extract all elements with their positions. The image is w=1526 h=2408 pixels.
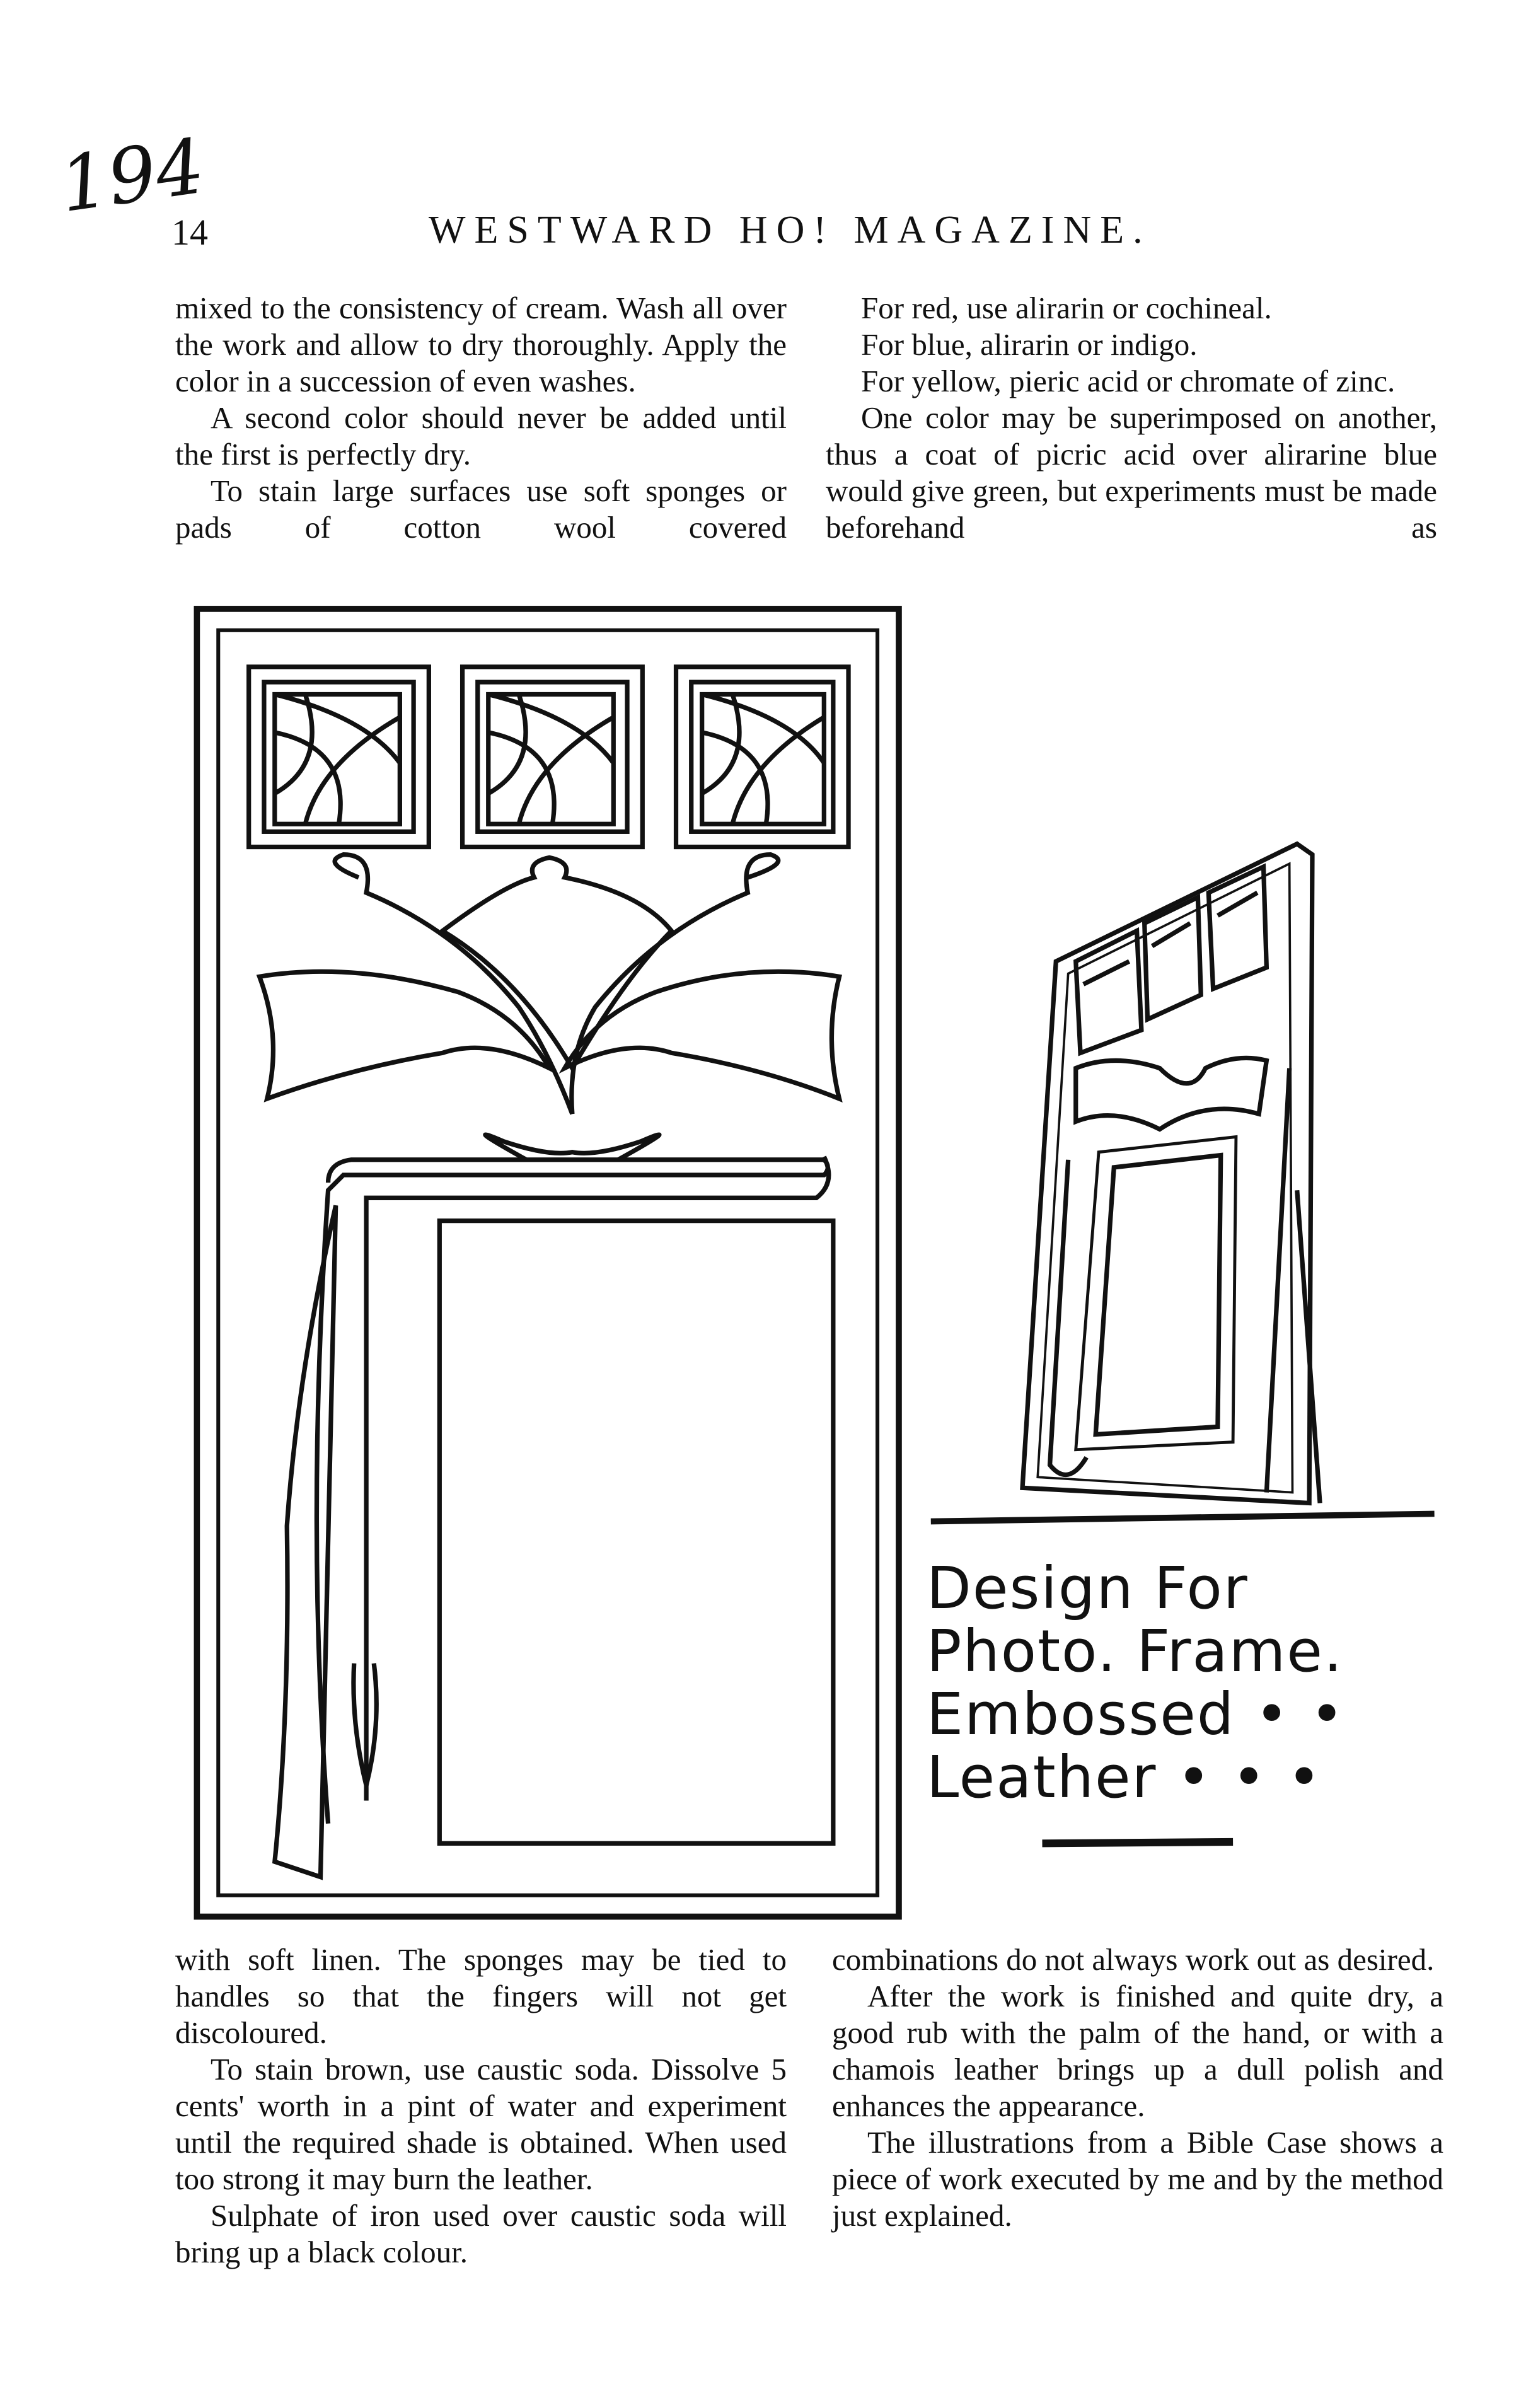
paragraph: After the work is finished and quite dry… [832,1979,1443,2123]
paragraph: To stain brown, use caustic soda. Dissol… [175,2052,787,2196]
paragraph: One color may be superimposed on another… [826,400,1437,545]
paragraph: combinations do not always work out as d… [832,1942,1435,1977]
top-right-column: For red, use alirarin or cochineal. For … [826,290,1437,546]
photo-opening [437,1218,836,1846]
caption-line: Design For [927,1554,1249,1622]
paragraph: For blue, alirarin or indigo. [861,327,1198,362]
bottom-left-column: with soft linen. The sponges may be tied… [175,1942,787,2271]
paragraph: A second color should never be added unt… [175,400,787,472]
caption-underline [1042,1838,1234,1848]
paragraph: For red, use alirarin or cochineal. [861,291,1272,325]
standing-frame-sketch [1020,841,1322,1506]
frame-inner-border [216,628,880,1897]
page-number: 14 [171,212,208,253]
paragraph: with soft linen. The sponges may be tied… [175,1942,787,2050]
ground-line [930,1510,1435,1525]
tile-squares [246,664,851,850]
floral-ornament [256,852,843,1880]
paragraph: Sulphate of iron used over caustic soda … [175,2198,787,2269]
paragraph: mixed to the consistency of cream. Wash … [175,291,787,398]
frame-outer-border [194,606,902,1920]
bottom-right-column: combinations do not always work out as d… [832,1942,1443,2234]
paragraph: To stain large surfaces use soft sponges… [175,473,787,545]
magazine-title: WESTWARD HO! MAGAZINE. [429,209,1152,252]
caption-line: Leather • • • [927,1744,1322,1811]
paragraph: The illustrations from a Bible Case show… [832,2125,1443,2233]
caption-line: Photo. Frame. [927,1618,1344,1685]
top-left-column: mixed to the consistency of cream. Wash … [175,290,787,546]
paragraph: For yellow, pieric acid or chromate of z… [861,364,1396,398]
caption-line: Embossed • • [927,1681,1346,1748]
illustration-caption: Design For Photo. Frame. Embossed • • Le… [927,1557,1345,1809]
